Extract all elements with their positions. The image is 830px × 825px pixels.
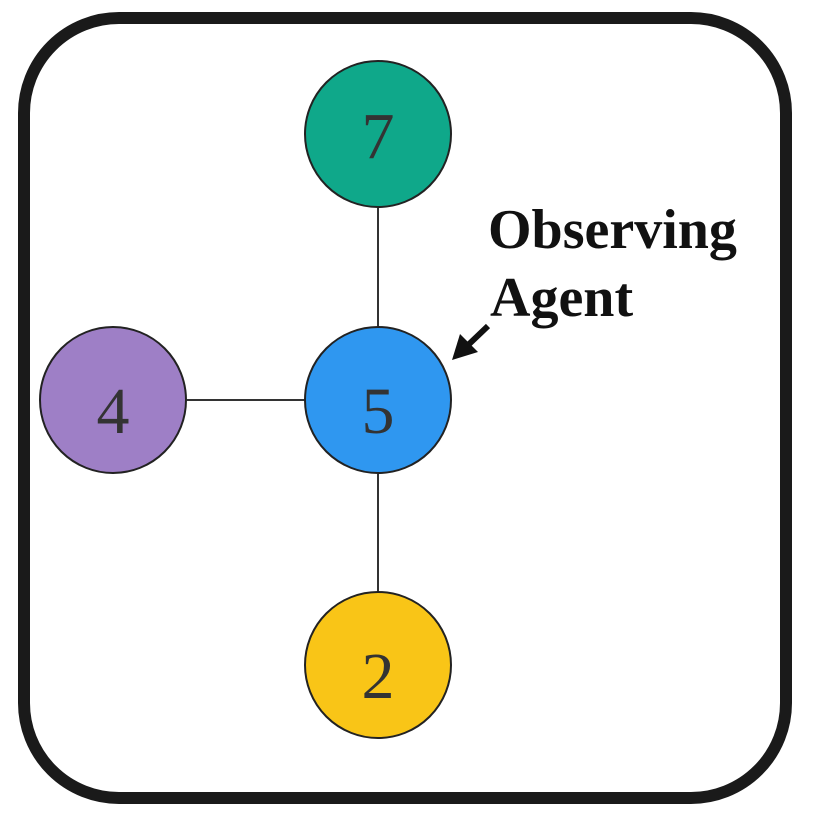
node-label: 7	[362, 100, 395, 173]
node-4: 4	[39, 326, 187, 474]
node-7: 7	[304, 60, 452, 208]
node-circle	[39, 326, 187, 474]
annotation-line-1: Observing	[488, 199, 737, 261]
node-circle	[304, 591, 452, 739]
node-label: 5	[362, 375, 395, 448]
annotation-line-2: Agent	[490, 267, 633, 329]
arrow-icon	[452, 323, 491, 360]
node-label: 4	[97, 375, 130, 448]
node-circle	[304, 60, 452, 208]
node-circle	[304, 326, 452, 474]
node-2: 2	[304, 591, 452, 739]
node-label: 2	[362, 640, 395, 713]
node-5: 5	[304, 326, 452, 474]
